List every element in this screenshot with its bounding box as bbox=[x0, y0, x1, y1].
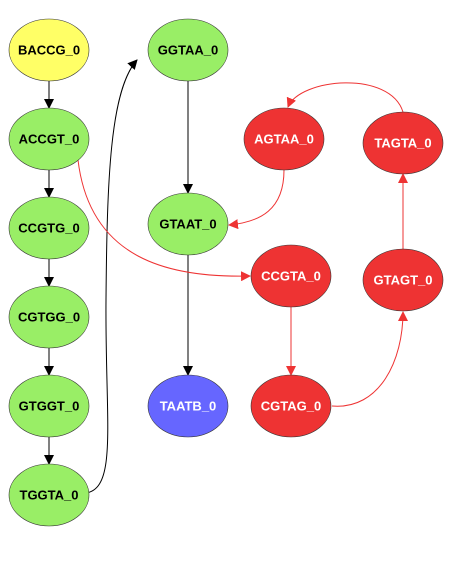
node-gtagt_0: GTAGT_0 bbox=[362, 248, 444, 312]
node-label: BACCG_0 bbox=[18, 43, 80, 58]
node-label: GTGGT_0 bbox=[19, 399, 80, 414]
node-shape bbox=[8, 285, 90, 349]
node-tagta_0: TAGTA_0 bbox=[362, 111, 444, 175]
node-tggta_0: TGGTA_0 bbox=[8, 463, 90, 527]
edges-layer bbox=[44, 59, 408, 494]
node-label: GTAGT_0 bbox=[374, 273, 433, 288]
node-label: GGTAA_0 bbox=[158, 43, 218, 58]
node-label: TAGTA_0 bbox=[374, 136, 431, 151]
node-shape bbox=[8, 107, 90, 171]
edge-tggta_0-to-ggtaa_0 bbox=[85, 59, 138, 494]
node-label: CGTGG_0 bbox=[18, 310, 80, 325]
node-baccg_0: BACCG_0 bbox=[8, 18, 90, 82]
node-taatb_0: TAATB_0 bbox=[147, 374, 229, 438]
node-shape bbox=[362, 248, 444, 312]
node-agtaa_0: AGTAA_0 bbox=[243, 107, 325, 171]
node-label: CGTAG_0 bbox=[261, 399, 321, 414]
edge-tagta_0-to-agtaa_0 bbox=[286, 82, 404, 113]
node-label: TAATB_0 bbox=[160, 399, 217, 414]
node-label: AGTAA_0 bbox=[254, 132, 314, 147]
node-gtaat_0: GTAAT_0 bbox=[147, 192, 229, 256]
node-shape bbox=[147, 374, 229, 438]
node-ggtaa_0: GGTAA_0 bbox=[147, 18, 229, 82]
node-shape bbox=[362, 111, 444, 175]
node-label: CCGTA_0 bbox=[261, 269, 321, 284]
node-cgtag_0: CGTAG_0 bbox=[250, 374, 332, 438]
node-shape bbox=[8, 18, 90, 82]
node-ccgta_0: CCGTA_0 bbox=[250, 244, 332, 308]
node-label: CCGTG_0 bbox=[18, 221, 79, 236]
node-shape bbox=[8, 374, 90, 438]
node-label: TGGTA_0 bbox=[20, 488, 79, 503]
node-label: GTAAT_0 bbox=[159, 217, 216, 232]
node-cgtgg_0: CGTGG_0 bbox=[8, 285, 90, 349]
node-shape bbox=[250, 374, 332, 438]
node-shape bbox=[243, 107, 325, 171]
node-shape bbox=[147, 192, 229, 256]
node-shape bbox=[8, 463, 90, 527]
edge-accgt_0-to-ccgta_0 bbox=[77, 159, 251, 282]
node-accgt_0: ACCGT_0 bbox=[8, 107, 90, 171]
node-label: ACCGT_0 bbox=[19, 132, 80, 147]
node-shape bbox=[147, 18, 229, 82]
node-shape bbox=[250, 244, 332, 308]
node-gtggt_0: GTGGT_0 bbox=[8, 374, 90, 438]
nodes-layer: BACCG_0ACCGT_0CCGTG_0CGTGG_0GTGGT_0TGGTA… bbox=[8, 18, 444, 527]
edge-agtaa_0-to-gtaat_0 bbox=[228, 169, 285, 230]
node-ccgtg_0: CCGTG_0 bbox=[8, 196, 90, 260]
edge-cgtag_0-to-gtagt_0 bbox=[331, 311, 408, 407]
node-shape bbox=[8, 196, 90, 260]
